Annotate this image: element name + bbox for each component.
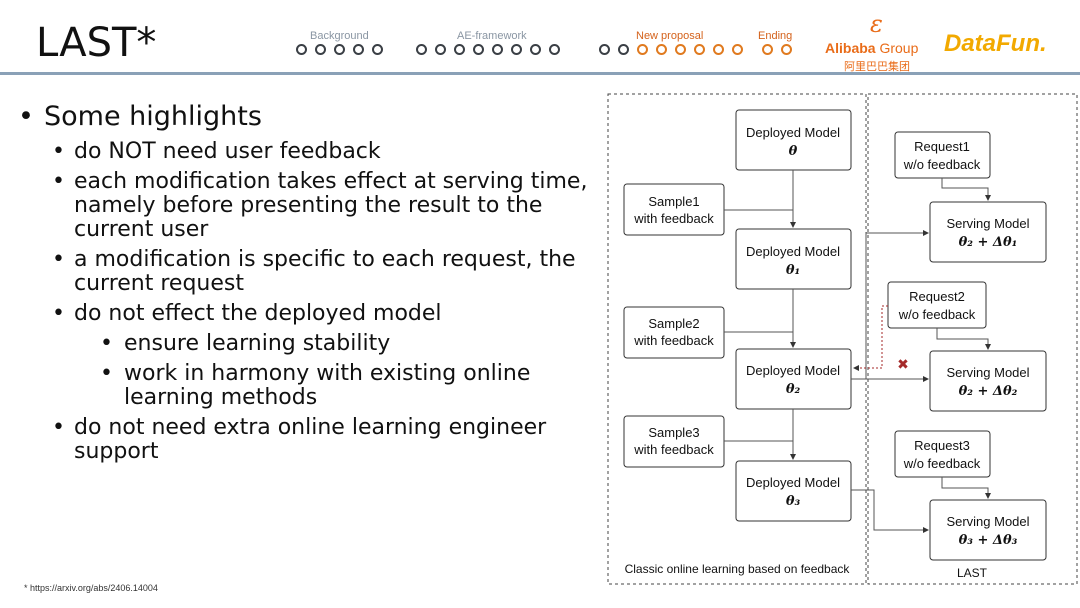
page-title: LAST* — [36, 20, 157, 66]
nav-dot — [549, 44, 560, 55]
classic-caption: Classic online learning based on feedbac… — [625, 562, 851, 576]
serving-model-3-param: θ₃ + Δθ₃ — [959, 533, 1018, 548]
nav-dots-ending — [762, 44, 792, 56]
header-divider — [0, 72, 1080, 75]
nav-dot-active — [694, 44, 705, 55]
nav-dot — [372, 44, 383, 55]
sample-1-box — [623, 183, 725, 236]
classic-panel — [607, 93, 867, 585]
serving-model-2-label: Serving Model — [946, 365, 1029, 380]
last-diagram: Deployed Model θ Deployed Model θ₁ Deplo… — [607, 93, 1078, 585]
nav-dot — [334, 44, 345, 55]
nav-dot-active — [781, 44, 792, 55]
deployed-model-1-label: Deployed Model — [746, 244, 840, 259]
bullet-subitem: ensure learning stability — [18, 332, 608, 357]
sample-2-line2: with feedback — [633, 333, 714, 348]
bullet-item: do not need extra online learning engine… — [18, 416, 608, 464]
alibaba-swoosh-icon: ε — [870, 10, 883, 38]
alibaba-logo: ε Alibaba Group 阿里巴巴集团 — [822, 10, 932, 73]
serving-model-2-box — [929, 350, 1047, 412]
request-2-line2: w/o feedback — [898, 307, 976, 322]
nav-dot — [530, 44, 541, 55]
nav-dot-active — [713, 44, 724, 55]
request-1-arrow — [941, 178, 991, 201]
deployed-model-3-label: Deployed Model — [746, 475, 840, 490]
deployed-model-1-param: θ₁ — [786, 263, 800, 278]
footnote-reference: * https://arxiv.org/abs/2406.14004 — [24, 583, 158, 593]
nav-dot — [618, 44, 629, 55]
nav-dot-active — [637, 44, 648, 55]
serving-model-1-label: Serving Model — [946, 216, 1029, 231]
deployed-model-3-param: θ₃ — [786, 494, 801, 509]
nav-dot-active — [656, 44, 667, 55]
request-3-line2: w/o feedback — [903, 456, 981, 471]
nav-dot-active — [732, 44, 743, 55]
bullet-item: each modification takes effect at servin… — [18, 170, 608, 242]
nav-label-ending: Ending — [758, 30, 793, 42]
deployed-model-2-box — [735, 348, 852, 410]
nav-label-background: Background — [310, 30, 369, 42]
request-2-arrow — [936, 328, 991, 350]
request-2-line1: Request2 — [909, 289, 965, 304]
request-3-line1: Request3 — [914, 438, 970, 453]
serving-model-1-param: θ₂ + Δθ₁ — [959, 235, 1018, 250]
sample-1-line1: Sample1 — [648, 194, 699, 209]
bullet-main: Some highlights — [18, 100, 608, 134]
nav-dot-active — [675, 44, 686, 55]
bullet-item: do not effect the deployed model — [18, 302, 608, 327]
blocked-x-icon: ✖ — [897, 357, 909, 373]
highlights-list: Some highlights do NOT need user feedbac… — [18, 100, 608, 470]
nav-dot — [511, 44, 522, 55]
serving-model-3-box — [929, 499, 1047, 561]
sample-3-line2: with feedback — [633, 442, 714, 457]
deployed-model-0-param: θ — [789, 144, 798, 159]
deployed-to-serving-3-arrow — [851, 489, 929, 533]
deployed-model-2-param: θ₂ — [786, 382, 801, 397]
sample-3-line1: Sample3 — [648, 425, 699, 440]
sample-1-line2: with feedback — [633, 211, 714, 226]
deployed-model-2-label: Deployed Model — [746, 363, 840, 378]
serving-model-2-param: θ₂ + Δθ₂ — [959, 384, 1018, 399]
bullet-item: do NOT need user feedback — [18, 140, 608, 165]
alibaba-wordmark: Alibaba Group — [825, 40, 919, 56]
last-caption: LAST — [957, 566, 988, 580]
nav-dot — [315, 44, 326, 55]
nav-dot — [473, 44, 484, 55]
request-3-arrow — [941, 477, 991, 499]
blocked-feedback-arrow — [853, 305, 888, 371]
nav-label-new-proposal: New proposal — [636, 30, 704, 42]
nav-dots-background — [296, 44, 383, 56]
deployed-model-1-box — [735, 228, 852, 290]
last-panel — [867, 93, 1078, 585]
request-1-line1: Request1 — [914, 139, 970, 154]
request-1-line2: w/o feedback — [903, 157, 981, 172]
serving-model-1-box — [929, 201, 1047, 263]
bullet-subitem: work in harmony with existing online lea… — [18, 362, 608, 410]
nav-dots-ae-framework — [416, 44, 560, 56]
serving-model-3-label: Serving Model — [946, 514, 1029, 529]
deployed-model-3-box — [735, 460, 852, 522]
nav-dot — [296, 44, 307, 55]
deployed-model-0-box — [735, 109, 852, 171]
alibaba-cn-wordmark: 阿里巴巴集团 — [844, 60, 910, 73]
nav-dot — [599, 44, 610, 55]
nav-dot-active — [762, 44, 773, 55]
deployed-model-0-label: Deployed Model — [746, 125, 840, 140]
nav-label-ae-framework: AE-framework — [457, 30, 527, 42]
nav-dot — [416, 44, 427, 55]
sample-2-line1: Sample2 — [648, 316, 699, 331]
nav-dots-new-proposal — [599, 44, 743, 56]
bullet-item: a modification is specific to each reque… — [18, 248, 608, 296]
nav-dot — [492, 44, 503, 55]
nav-dot — [435, 44, 446, 55]
nav-dot — [353, 44, 364, 55]
datafun-logo: DataFun. — [944, 30, 1047, 57]
nav-dot — [454, 44, 465, 55]
